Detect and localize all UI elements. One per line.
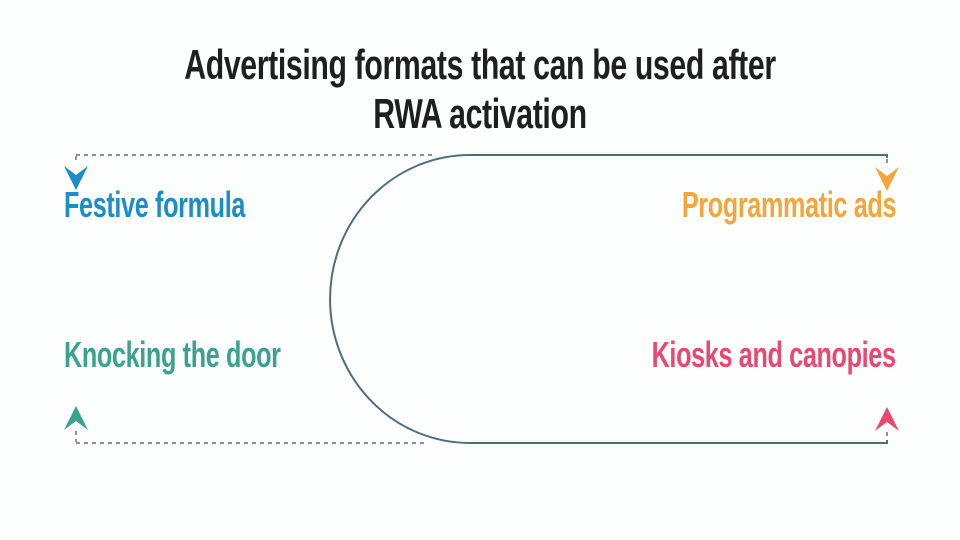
connector-shape [329,154,888,444]
arrow-down-festive-icon [64,166,88,190]
arrow-down-programmatic-icon [875,167,899,191]
arrow-up-kiosks-icon [875,407,899,431]
slide-title: Advertising formats that can be used aft… [134,40,825,138]
dashed-guide-lines [75,154,888,444]
label-knocking-the-door: Knocking the door [64,334,281,375]
slide-title-line-2: RWA activation [373,90,587,138]
label-festive-formula: Festive formula [64,184,246,225]
slide-title-line-1: Advertising formats that can be used aft… [184,41,776,89]
label-kiosks-and-canopies: Kiosks and canopies [651,334,896,375]
arrow-up-knocking-icon [64,406,88,430]
label-programmatic-ads: Programmatic ads [681,184,897,225]
